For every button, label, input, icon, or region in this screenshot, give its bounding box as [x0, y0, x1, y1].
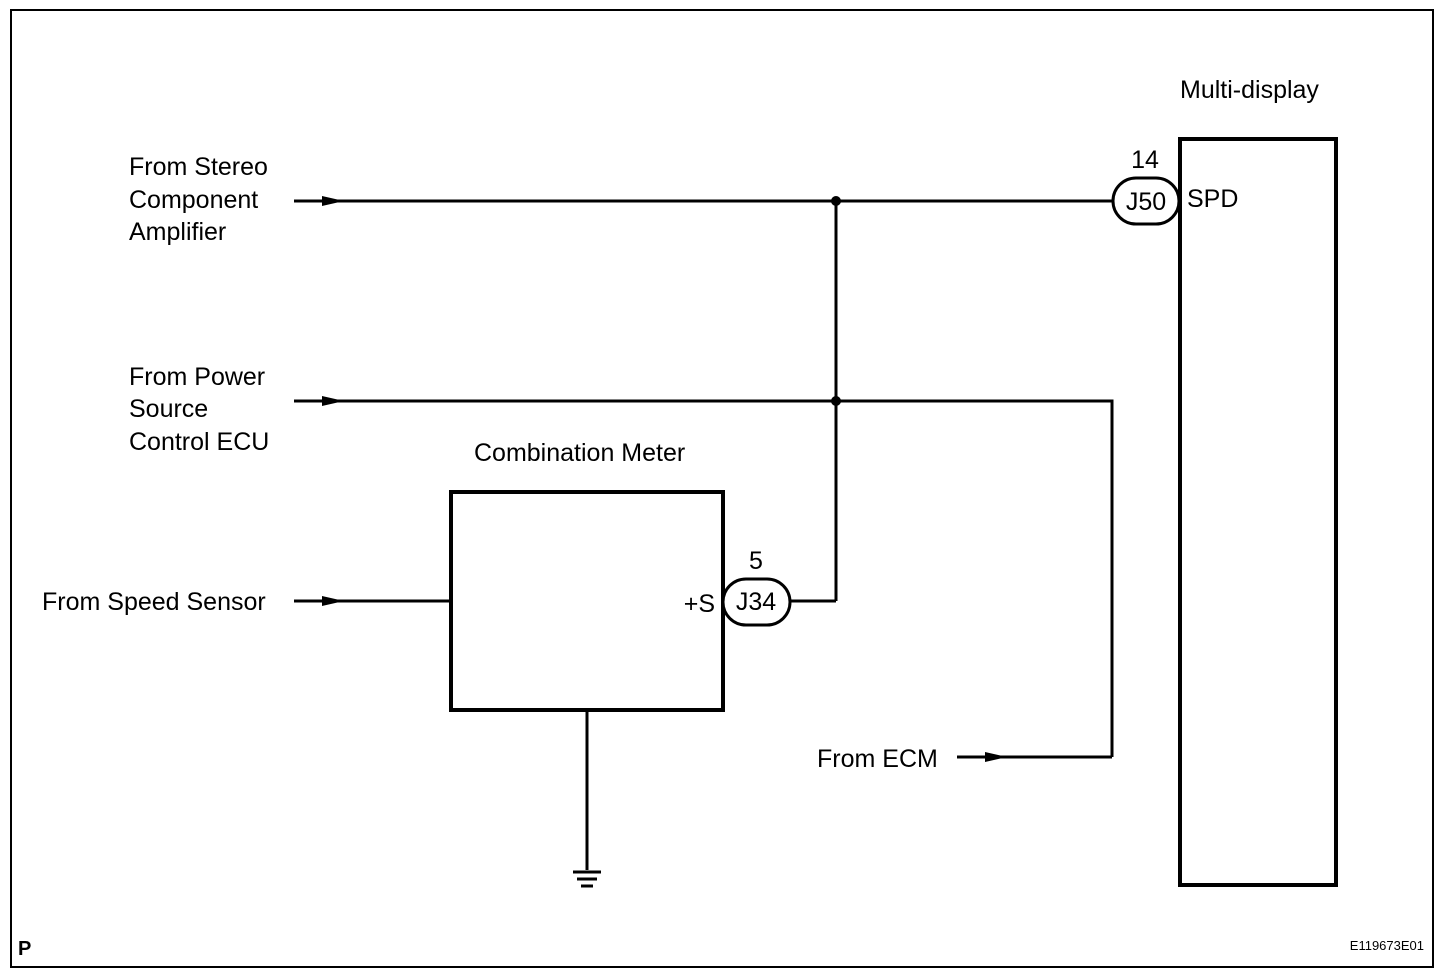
figure-code: E119673E01	[1350, 938, 1424, 953]
connector-j34-code: J34	[736, 588, 776, 616]
ground-icon	[573, 870, 601, 888]
connector-j34-terminal: +S	[684, 590, 715, 618]
connector-j50-terminal: SPD	[1187, 185, 1238, 213]
junction-dot-middle	[831, 396, 841, 406]
stereo-label-line-2: Component	[129, 186, 258, 214]
power-arrow-icon	[322, 396, 344, 406]
power-label-line-1: From Power	[129, 363, 265, 391]
power-ecu-label: From Power Source Control ECU	[129, 363, 269, 456]
diagram-frame	[10, 9, 1434, 968]
ecm-arrow-icon	[985, 752, 1007, 762]
junction-dot-top	[831, 196, 841, 206]
power-label-line-3: Control ECU	[129, 428, 269, 456]
speed-sensor-label: From Speed Sensor	[42, 588, 266, 616]
combination-meter-box	[449, 490, 725, 712]
stereo-label-line-1: From Stereo	[129, 153, 268, 181]
stereo-amplifier-label: From Stereo Component Amplifier	[129, 153, 268, 246]
connector-j50: J50 14 SPD	[1111, 146, 1238, 226]
corner-mark: P	[18, 938, 31, 960]
power-label-line-2: Source	[129, 395, 208, 423]
multi-display-box	[1178, 137, 1338, 887]
connector-j50-code: J50	[1126, 188, 1166, 216]
connector-j34-outline	[721, 577, 792, 627]
connector-j34-pin: 5	[749, 547, 763, 575]
combination-meter-title: Combination Meter	[474, 439, 685, 467]
speed-sensor-arrow-icon	[322, 596, 344, 606]
stereo-label-line-3: Amplifier	[129, 218, 226, 246]
power-wire	[294, 399, 1114, 757]
ecm-label: From ECM	[817, 745, 938, 773]
connector-j50-outline	[1111, 176, 1181, 226]
stereo-arrow-icon	[322, 196, 344, 206]
connector-j50-pin: 14	[1131, 146, 1159, 174]
connector-j34: J34 5 +S	[684, 547, 792, 627]
multi-display-title: Multi-display	[1180, 76, 1319, 104]
